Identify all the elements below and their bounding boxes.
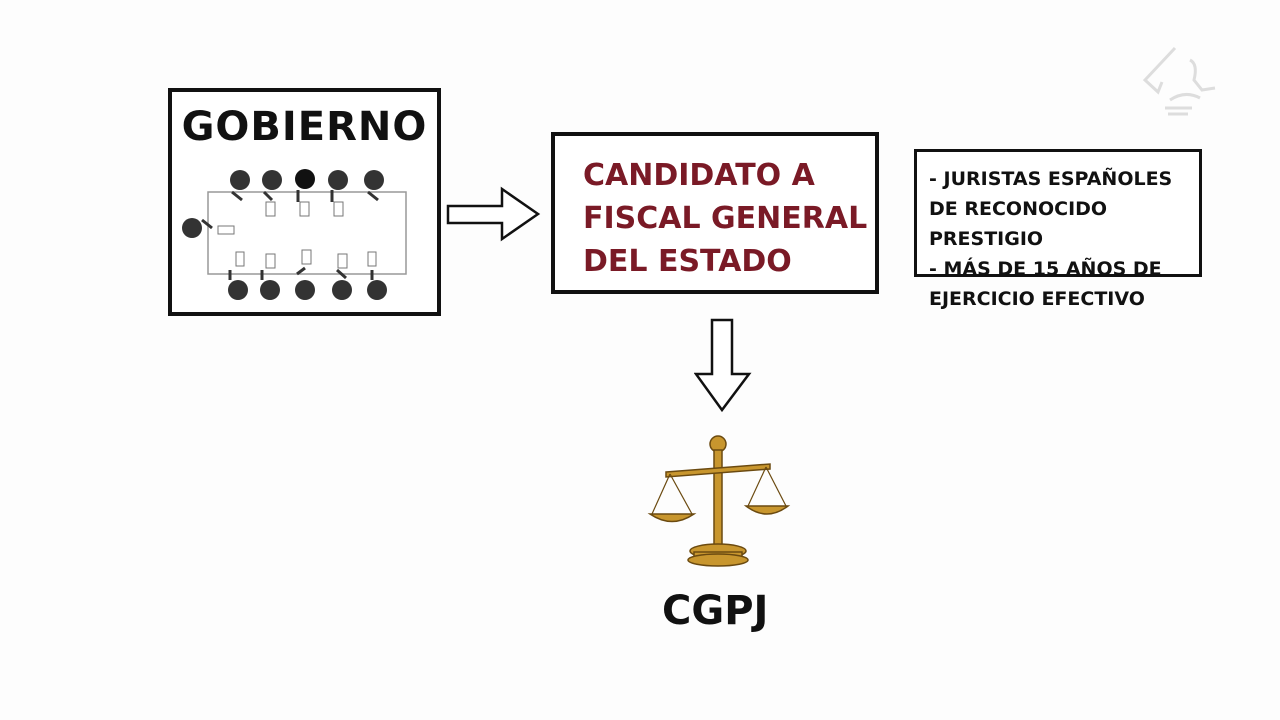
requisito-line: DE RECONOCIDO PRESTIGIO: [929, 198, 1108, 250]
candidato-box: CANDIDATO A FISCAL GENERAL DEL ESTADO: [551, 132, 879, 294]
candidato-line: FISCAL GENERAL: [583, 201, 868, 236]
arrow-right-icon: [446, 186, 541, 242]
arrow-down-icon: [694, 318, 752, 413]
candidato-line: CANDIDATO A: [583, 158, 815, 193]
requisito-line: EJERCICIO EFECTIVO: [929, 288, 1145, 310]
scales-of-justice-icon: [647, 435, 791, 567]
requisito-line: - MÁS DE 15 AÑOS DE: [929, 258, 1162, 280]
council-table-illustration: [182, 169, 407, 300]
channel-logo-watermark: [1142, 46, 1216, 116]
requisito-line: - JURISTAS ESPAÑOLES: [929, 168, 1173, 190]
gobierno-title: GOBIERNO: [181, 104, 428, 150]
cgpj-label: CGPJ: [662, 588, 769, 634]
requisitos-box: - JURISTAS ESPAÑOLES DE RECONOCIDO PREST…: [914, 149, 1202, 310]
requisitos-text: - JURISTAS ESPAÑOLES DE RECONOCIDO PREST…: [929, 164, 1199, 314]
candidato-text: CANDIDATO A FISCAL GENERAL DEL ESTADO: [583, 154, 867, 283]
candidato-line: DEL ESTADO: [583, 244, 792, 279]
gobierno-box: GOBIERNO: [168, 88, 441, 316]
